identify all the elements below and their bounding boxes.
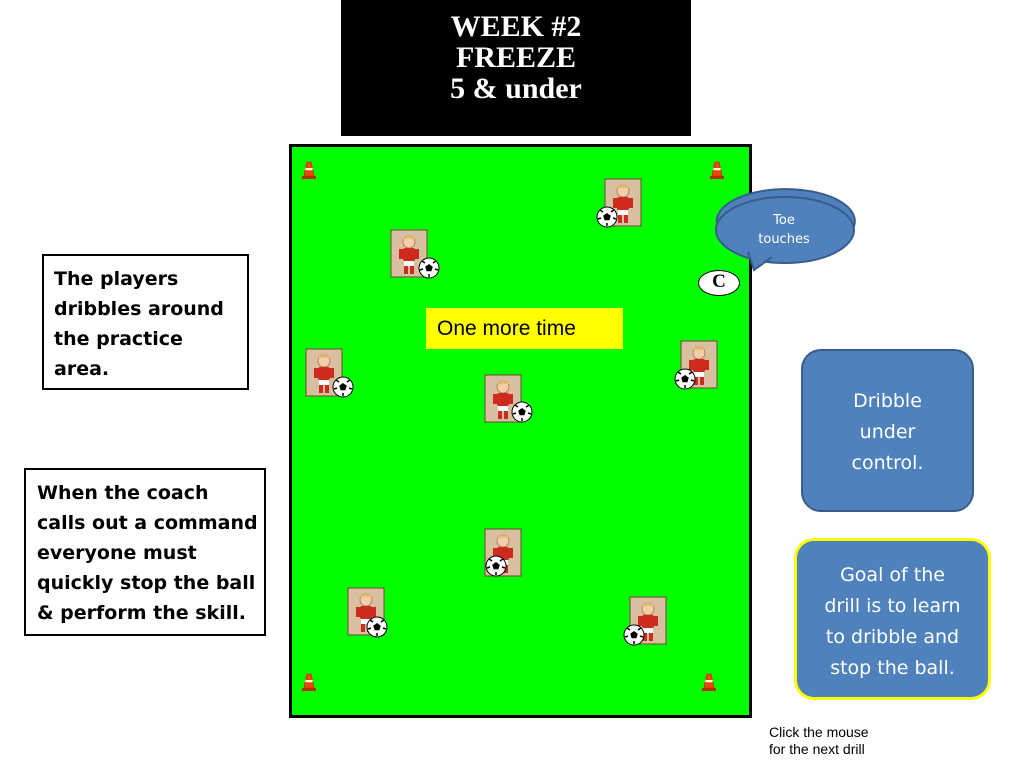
title-line-3: 5 & under (450, 72, 582, 105)
dribble-text-line: control. (851, 452, 924, 474)
coach-text-line: & perform the skill. (37, 602, 246, 624)
goal-text-line: drill is to learn (824, 595, 961, 617)
goal-text-line: Goal of the (840, 564, 945, 586)
slide-title: WEEK #2 FREEZE 5 & under (341, 0, 691, 136)
dribble-under-control-box: Dribble under control. (801, 349, 974, 512)
coach-text-line: calls out a command (37, 512, 258, 534)
goal-text-line: to dribble and (825, 626, 960, 648)
callout-line-2: touches (758, 232, 810, 247)
coach-text-line: everyone must (37, 542, 197, 564)
next-drill-note[interactable]: Click the mouse for the next drill (769, 724, 909, 758)
practice-field (289, 144, 752, 718)
goal-of-drill-box: Goal of the drill is to learn to dribble… (794, 538, 991, 700)
callout-line-1: Toe (773, 213, 795, 228)
one-more-time-banner: One more time (426, 308, 623, 349)
players-instruction-box: The players dribbles around the practice… (42, 254, 249, 390)
coach-command-box: When the coach calls out a command every… (24, 468, 266, 636)
title-line-1: WEEK #2 (450, 10, 582, 43)
click-note-line-1: Click the mouse (769, 724, 869, 740)
players-text-line: dribbles around (54, 298, 224, 320)
players-text-line: The players (54, 268, 179, 290)
goal-text-line: stop the ball. (830, 657, 955, 679)
click-note-line-2: for the next drill (769, 741, 865, 757)
players-text-line: the practice (54, 328, 183, 350)
players-text-line: area. (54, 358, 110, 380)
title-line-2: FREEZE (455, 41, 577, 74)
toe-touches-callout: Toe touches (738, 211, 830, 249)
dribble-text-line: Dribble (853, 390, 922, 412)
coach-text-line: quickly stop the ball (37, 572, 256, 594)
coach-text-line: When the coach (37, 482, 209, 504)
coach-marker: C (698, 270, 740, 296)
dribble-text-line: under (859, 421, 916, 443)
